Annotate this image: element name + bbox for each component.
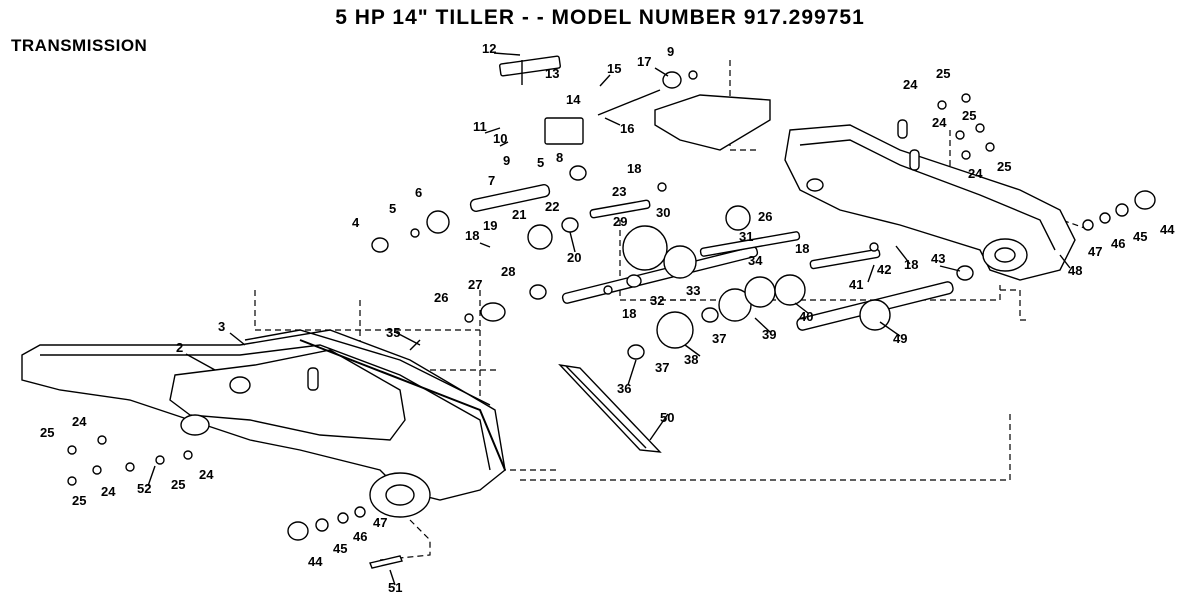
callout-45b: 45 [333,541,347,556]
callout-24c: 24 [968,166,983,181]
callout-26b: 26 [434,290,448,305]
callout-32: 32 [650,293,664,308]
callout-51: 51 [388,580,402,595]
callout-6: 6 [415,185,422,200]
callout-47: 47 [1088,244,1102,259]
callout-25b: 25 [962,108,976,123]
callout-18: 18 [627,161,641,176]
callout-15: 15 [607,61,621,76]
diagram-title: 5 HP 14" TILLER - - MODEL NUMBER 917.299… [335,6,865,29]
callout-14: 14 [566,92,581,107]
callout-12: 12 [482,41,496,56]
section-title: TRANSMISSION [11,36,148,55]
callout-13: 13 [545,66,559,81]
callout-labels: 2 3 4 5 5 6 7 8 9 9 10 11 12 13 14 15 16… [40,41,1175,595]
callout-5: 5 [389,201,396,216]
left-housing [21,329,506,518]
callout-44b: 44 [308,554,323,569]
callout-3: 3 [218,319,225,334]
callout-49: 49 [893,331,907,346]
callout-24f: 24 [199,467,214,482]
callout-41: 41 [849,277,863,292]
callout-25e: 25 [72,493,86,508]
callout-18d: 18 [622,306,636,321]
callout-37b: 37 [655,360,669,375]
callout-42: 42 [877,262,891,277]
callout-22: 22 [545,199,559,214]
callout-25f: 25 [171,477,185,492]
callout-48: 48 [1068,263,1082,278]
callout-25: 25 [936,66,950,81]
bushings-and-washers [67,70,1156,541]
callout-33: 33 [686,283,700,298]
callout-39: 39 [762,327,776,342]
callout-25d: 25 [40,425,54,440]
callout-24d: 24 [72,414,87,429]
callout-20: 20 [567,250,581,265]
callout-16: 16 [620,121,634,136]
callout-11: 11 [473,119,487,134]
callout-26: 26 [758,209,772,224]
bolt-51 [369,339,421,569]
callout-25c: 25 [997,159,1011,174]
callout-7: 7 [488,173,495,188]
callout-46b: 46 [353,529,367,544]
callout-30: 30 [656,205,670,220]
callout-45: 45 [1133,229,1147,244]
right-housing [654,94,1076,281]
callout-5b: 5 [537,155,544,170]
callout-29: 29 [613,214,627,229]
gears-and-sprockets [426,205,891,349]
callout-46: 46 [1111,236,1125,251]
callout-40: 40 [799,309,813,324]
callout-36: 36 [617,381,631,396]
callout-9: 9 [667,44,674,59]
callout-27: 27 [468,277,482,292]
callout-47b: 47 [373,515,387,530]
callout-24: 24 [903,77,918,92]
callout-18b: 18 [465,228,479,243]
callout-43: 43 [931,251,945,266]
callout-38: 38 [684,352,698,367]
callout-8: 8 [556,150,563,165]
callout-44: 44 [1160,222,1175,237]
callout-34: 34 [748,253,763,268]
callout-31: 31 [739,229,753,244]
callout-21: 21 [512,207,526,222]
callout-35: 35 [386,325,400,340]
callout-17: 17 [637,54,651,69]
callout-10: 10 [493,131,507,146]
callout-9b: 9 [503,153,510,168]
callout-18c: 18 [795,241,809,256]
drive-belt [558,364,662,453]
callout-23: 23 [612,184,626,199]
callout-2: 2 [176,340,183,355]
leader-lines [147,52,1071,586]
callout-24b: 24 [932,115,947,130]
callout-28: 28 [501,264,515,279]
callout-4: 4 [352,215,360,230]
callout-19: 19 [483,218,497,233]
callout-37: 37 [712,331,726,346]
callout-24e: 24 [101,484,116,499]
